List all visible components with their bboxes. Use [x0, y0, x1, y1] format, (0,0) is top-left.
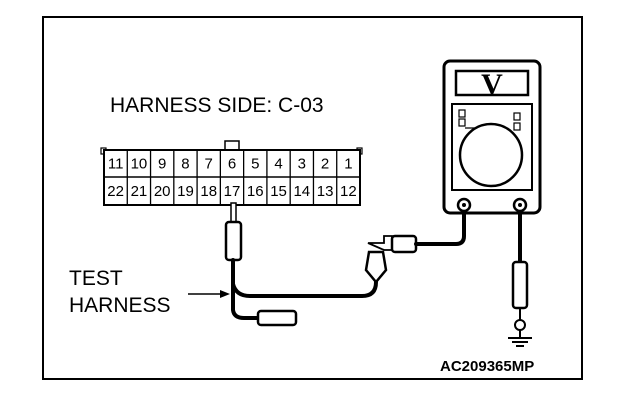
- harness-wire-branch: [231, 282, 262, 320]
- range-selector-dial: [458, 122, 524, 188]
- voltmeter-display: [454, 69, 530, 97]
- test-probe: [224, 202, 243, 262]
- test-harness-label-line2: HARNESS: [69, 294, 171, 317]
- pin-number-label: 11: [108, 156, 124, 173]
- pin-number-label: 18: [200, 183, 217, 200]
- figure-code: AC209365MP: [440, 358, 534, 375]
- spare-terminal-body: [256, 309, 298, 327]
- connector-title: HARNESS SIDE: C-03: [110, 94, 324, 117]
- pin-number-label: 3: [298, 156, 306, 173]
- voltmeter-unit-label: V: [481, 68, 503, 101]
- pin-number-label: 14: [293, 183, 310, 200]
- pointer-arrow: [188, 290, 230, 298]
- pin-number-label: 9: [158, 156, 166, 173]
- pin-number-label: 21: [131, 183, 148, 200]
- negative-terminal-core: [518, 203, 522, 207]
- harness-spare-terminal: [256, 309, 298, 327]
- ground-icon: [508, 330, 532, 347]
- pin-number-label: 8: [181, 156, 189, 173]
- pin-number-label: 6: [228, 156, 236, 173]
- pin-number-label: 13: [317, 183, 334, 200]
- pin-number-label: 4: [274, 156, 282, 173]
- negative-probe-body: [511, 260, 529, 310]
- clip-jaw: [367, 235, 393, 251]
- pin-number-label: 2: [321, 156, 329, 173]
- ground-node: [514, 319, 526, 331]
- probe-pin: [230, 202, 237, 224]
- mode-indicator-a: [458, 109, 466, 118]
- pin-number-label: 1: [344, 156, 352, 173]
- pin-number-label: 5: [251, 156, 259, 173]
- meter-lead-positive: [414, 204, 466, 246]
- clip-barrel: [390, 234, 418, 254]
- positive-terminal-core: [462, 203, 466, 207]
- pin-number-label: 10: [131, 156, 148, 173]
- test-harness-label-line1: TEST: [69, 267, 123, 290]
- harness-wire-main: [231, 258, 378, 298]
- voltmeter: V: [442, 59, 542, 215]
- pin-number-label: 19: [177, 183, 194, 200]
- alligator-clip: [364, 234, 418, 284]
- probe-sleeve: [224, 220, 243, 262]
- clip-plug: [364, 250, 388, 284]
- pin-number-label: 22: [107, 183, 124, 200]
- mode-indicator-b: [458, 118, 466, 127]
- meter-lead-negative: [511, 206, 529, 332]
- pin-number-label: 20: [154, 183, 171, 200]
- pin-row-bottom: 22 21 20 19 18 17 16 15 14 13 12: [107, 177, 357, 205]
- mode-indicator-c: [513, 112, 521, 121]
- pin-number-label: 7: [205, 156, 213, 173]
- mode-indicator-d: [513, 122, 521, 131]
- test-harness-wires: [231, 258, 378, 320]
- pin-number-label: 16: [247, 183, 264, 200]
- pin-number-label: 15: [270, 183, 287, 200]
- pin-number-label: 12: [340, 183, 357, 200]
- pin-number-label: 17: [224, 183, 241, 200]
- diagram-frame: [42, 16, 583, 380]
